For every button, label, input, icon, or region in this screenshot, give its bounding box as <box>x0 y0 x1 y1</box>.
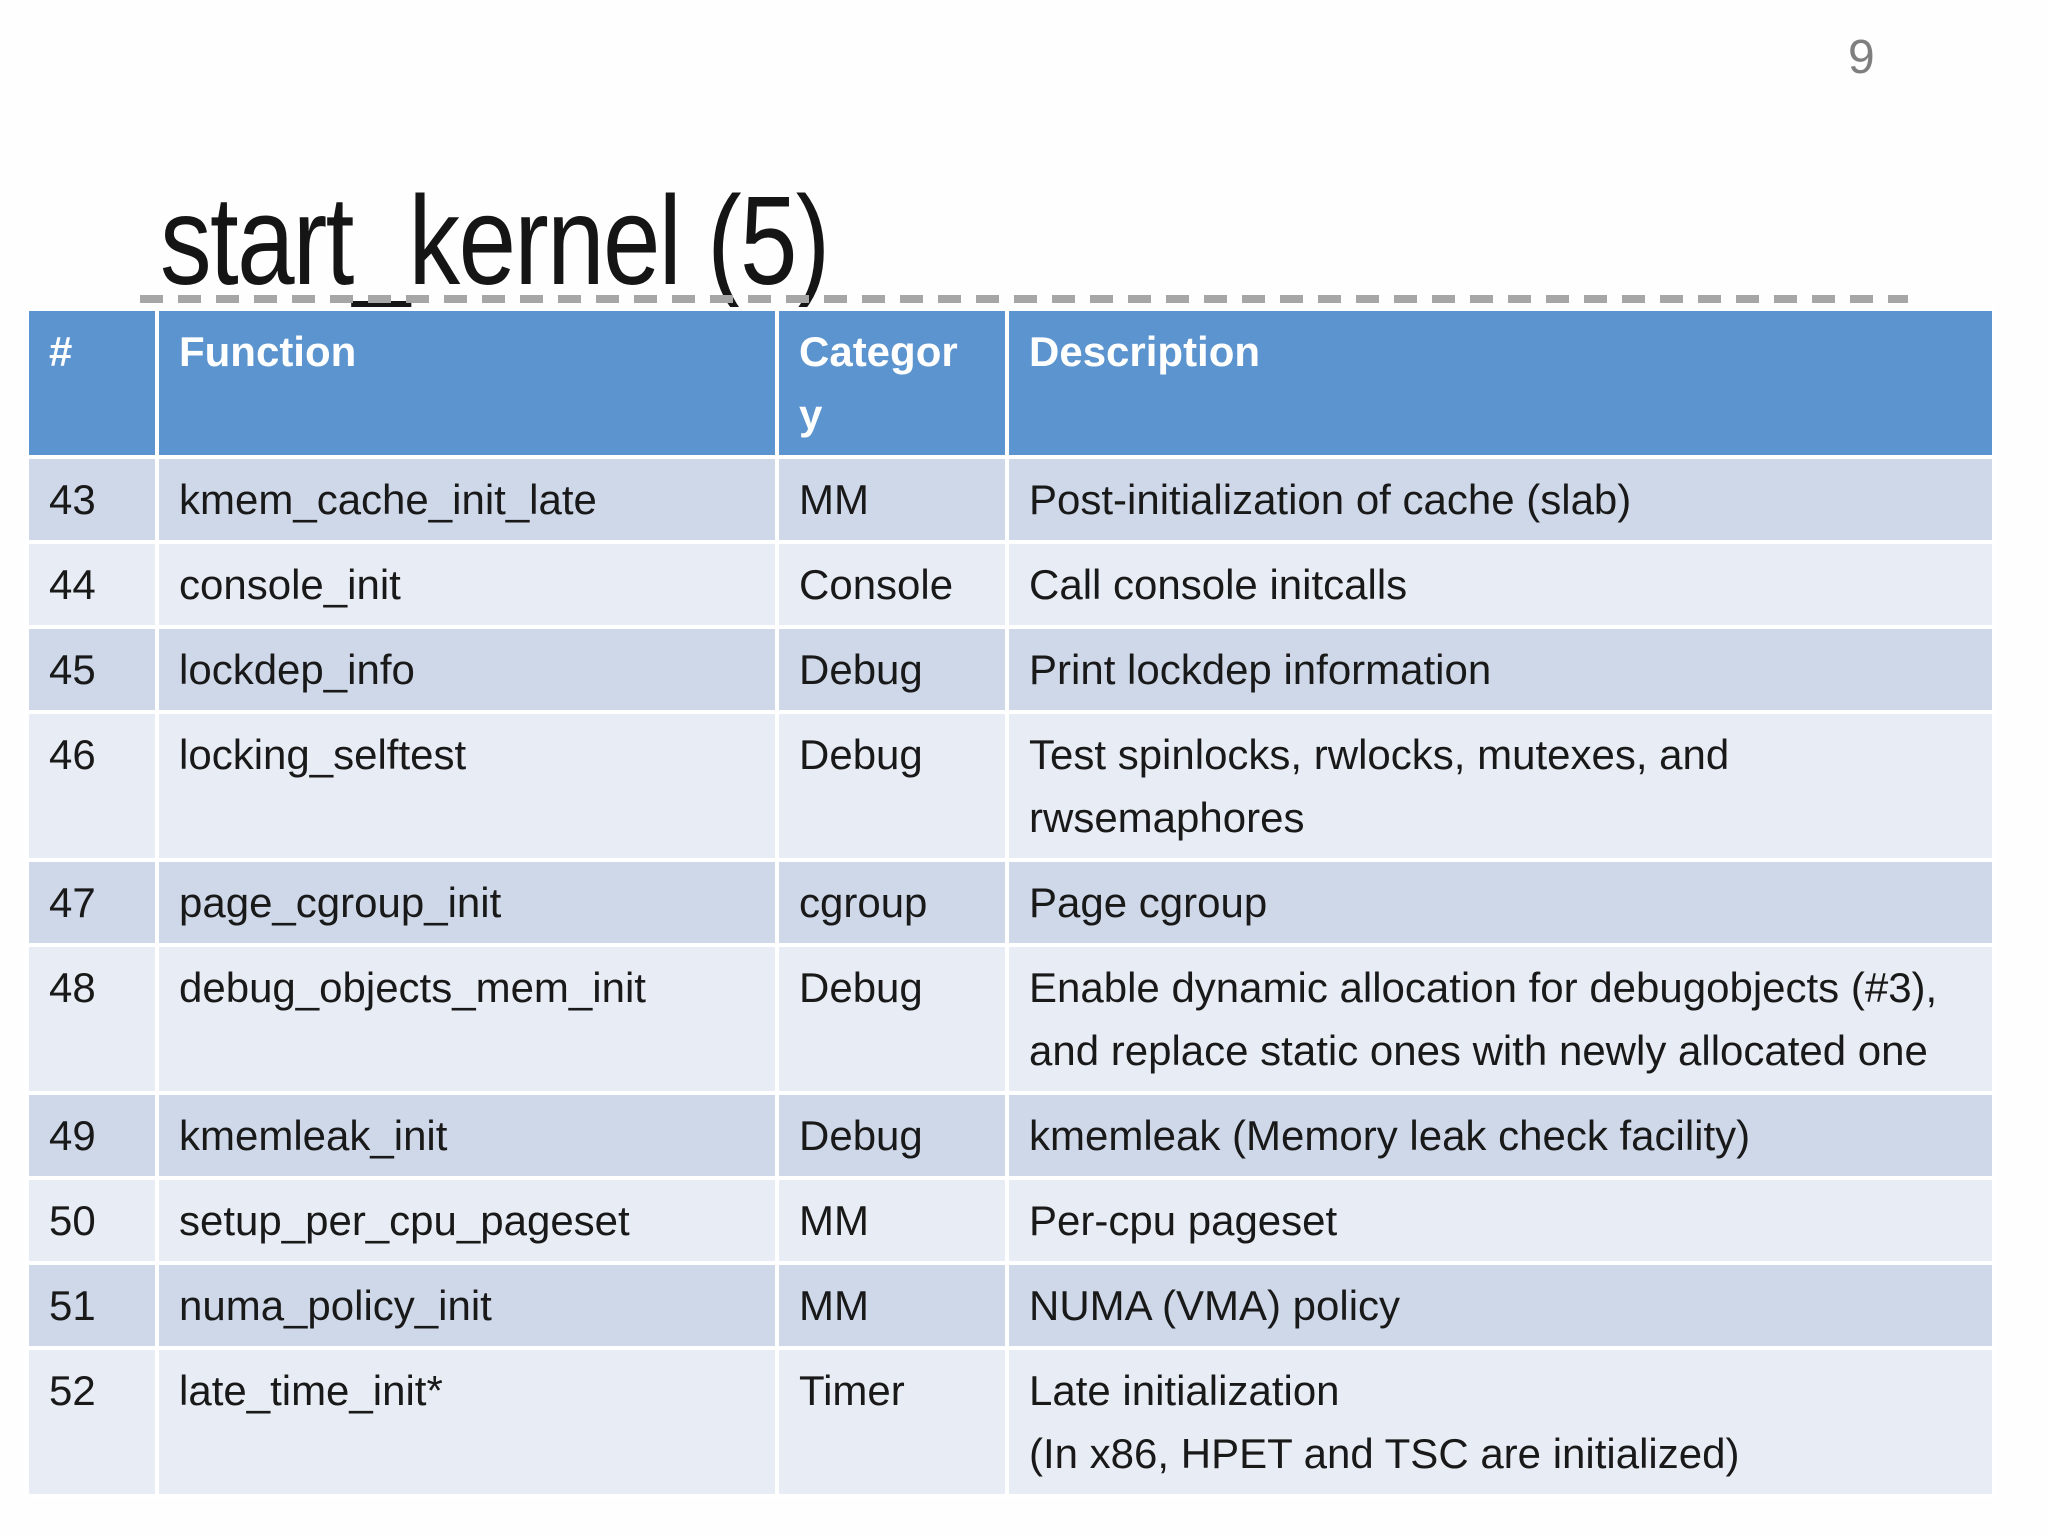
table-row: 50 setup_per_cpu_pageset MM Per-cpu page… <box>25 1176 1996 1265</box>
table-header: # Function Category Description <box>25 307 1996 459</box>
cell-description: Post-initialization of cache (slab) <box>1005 455 1996 544</box>
table-body: 43 kmem_cache_init_late MM Post-initiali… <box>25 455 1996 1498</box>
page-number: 9 <box>1848 31 1875 84</box>
cell-num: 47 <box>25 858 159 947</box>
cell-category: Debug <box>775 710 1009 862</box>
cell-category: Debug <box>775 943 1009 1095</box>
cell-category: MM <box>775 1176 1009 1265</box>
table-row: 44 console_init Console Call console ini… <box>25 540 1996 629</box>
table-row: 48 debug_objects_mem_init Debug Enable d… <box>25 943 1996 1095</box>
cell-function: debug_objects_mem_init <box>155 943 779 1095</box>
table-row: 45 lockdep_info Debug Print lockdep info… <box>25 625 1996 714</box>
cell-description: Page cgroup <box>1005 858 1996 947</box>
table-row: 51 numa_policy_init MM NUMA (VMA) policy <box>25 1261 1996 1350</box>
cell-description: Per-cpu pageset <box>1005 1176 1996 1265</box>
header-num: # <box>25 307 159 459</box>
kernel-functions-table: # Function Category Description 43 kmem_… <box>25 307 1996 1498</box>
cell-function: lockdep_info <box>155 625 779 714</box>
cell-num: 50 <box>25 1176 159 1265</box>
cell-description: NUMA (VMA) policy <box>1005 1261 1996 1350</box>
cell-num: 51 <box>25 1261 159 1350</box>
header-category: Category <box>775 307 1009 459</box>
cell-description: Print lockdep information <box>1005 625 1996 714</box>
cell-function: console_init <box>155 540 779 629</box>
header-description: Description <box>1005 307 1996 459</box>
cell-num: 46 <box>25 710 159 862</box>
cell-category: Debug <box>775 625 1009 714</box>
cell-function: numa_policy_init <box>155 1261 779 1350</box>
table-row: 47 page_cgroup_init cgroup Page cgroup <box>25 858 1996 947</box>
cell-description: Test spinlocks, rwlocks, mutexes, and rw… <box>1005 710 1996 862</box>
cell-category: MM <box>775 1261 1009 1350</box>
cell-num: 45 <box>25 625 159 714</box>
cell-category: Timer <box>775 1346 1009 1498</box>
cell-function: late_time_init* <box>155 1346 779 1498</box>
cell-description: Enable dynamic allocation for debugobjec… <box>1005 943 1996 1095</box>
table-row: 49 kmemleak_init Debug kmemleak (Memory … <box>25 1091 1996 1180</box>
cell-num: 43 <box>25 455 159 544</box>
cell-function: setup_per_cpu_pageset <box>155 1176 779 1265</box>
cell-category: MM <box>775 455 1009 544</box>
slide-title: start_kernel (5) <box>160 170 830 312</box>
cell-function: locking_selftest <box>155 710 779 862</box>
cell-num: 52 <box>25 1346 159 1498</box>
cell-num: 44 <box>25 540 159 629</box>
cell-description: Call console initcalls <box>1005 540 1996 629</box>
cell-description: kmemleak (Memory leak check facility) <box>1005 1091 1996 1180</box>
cell-num: 48 <box>25 943 159 1095</box>
header-function: Function <box>155 307 779 459</box>
cell-function: kmem_cache_init_late <box>155 455 779 544</box>
cell-category: Debug <box>775 1091 1009 1180</box>
cell-category: cgroup <box>775 858 1009 947</box>
table-row: 52 late_time_init* Timer Late initializa… <box>25 1346 1996 1498</box>
cell-num: 49 <box>25 1091 159 1180</box>
dashed-divider <box>140 295 1908 303</box>
header-row: # Function Category Description <box>25 307 1996 459</box>
cell-function: kmemleak_init <box>155 1091 779 1180</box>
table-row: 46 locking_selftest Debug Test spinlocks… <box>25 710 1996 862</box>
cell-function: page_cgroup_init <box>155 858 779 947</box>
table-row: 43 kmem_cache_init_late MM Post-initiali… <box>25 455 1996 544</box>
cell-category: Console <box>775 540 1009 629</box>
cell-description: Late initialization (In x86, HPET and TS… <box>1005 1346 1996 1498</box>
